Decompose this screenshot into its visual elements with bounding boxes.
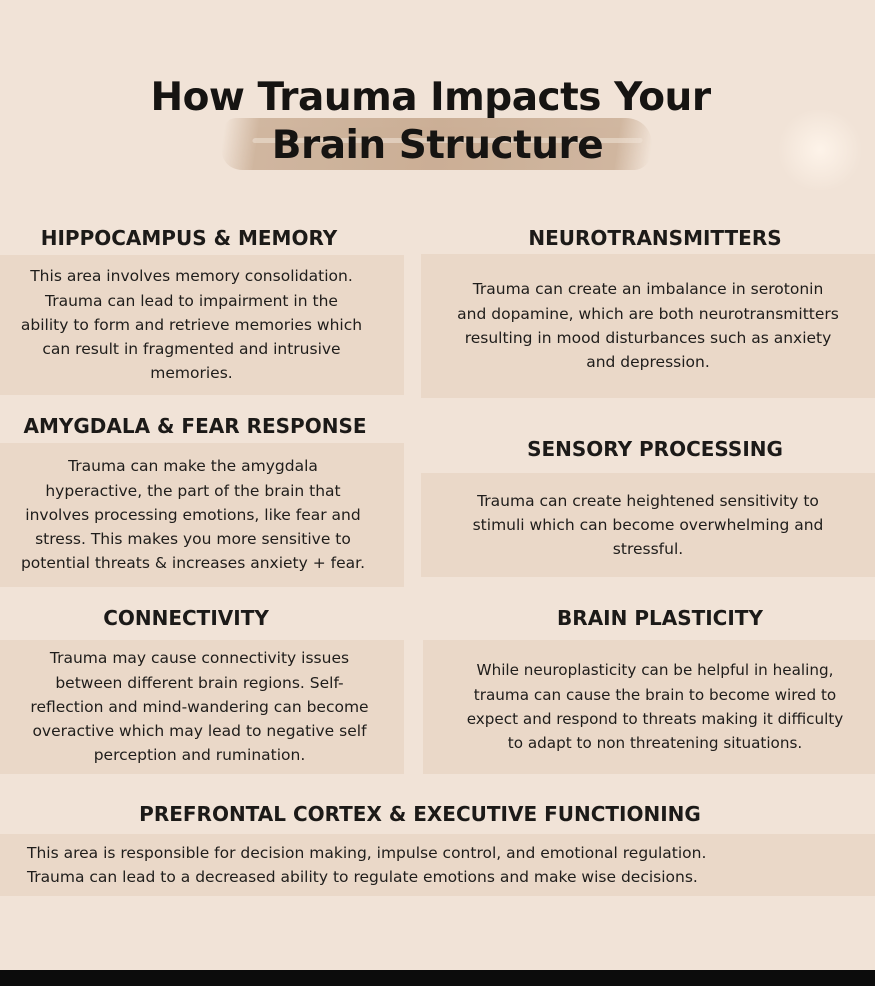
amygdala-heading: AMYGDALA & FEAR RESPONSE [23,414,367,438]
bottom-black-bar [0,970,875,986]
amygdala-card: Trauma can make the amygdala hyperactive… [0,443,404,587]
neurotransmitters-text: Trauma can create an imbalance in seroto… [457,280,839,372]
sensory-heading: SENSORY PROCESSING [527,437,783,461]
hippocampus-text: This area involves memory consolidation.… [20,267,363,383]
neurotransmitters-card: Trauma can create an imbalance in seroto… [421,254,875,398]
plasticity-text: While neuroplasticity can be helpful in … [466,661,844,753]
title-line-1: How Trauma Impacts Your [150,75,711,120]
hippocampus-heading: HIPPOCAMPUS & MEMORY [40,226,338,250]
sensory-card: Trauma can create heightened sensitivity… [421,473,875,577]
connectivity-heading: CONNECTIVITY [103,606,269,630]
connectivity-text: Trauma may cause connectivity issues bet… [30,649,369,765]
neurotransmitters-heading: NEUROTRANSMITTERS [528,226,782,250]
connectivity-card: Trauma may cause connectivity issues bet… [0,640,404,774]
hippocampus-card: This area involves memory consolidation.… [0,255,404,395]
sensory-text: Trauma can create heightened sensitivity… [472,491,824,559]
light-glow-decoration [775,110,865,190]
prefrontal-heading: PREFRONTAL CORTEX & EXECUTIVE FUNCTIONIN… [139,802,701,826]
prefrontal-text: This area is responsible for decision ma… [27,843,707,886]
plasticity-card: While neuroplasticity can be helpful in … [423,640,875,774]
amygdala-text: Trauma can make the amygdala hyperactive… [20,457,366,573]
title-line-2: Brain Structure [271,123,604,168]
plasticity-heading: BRAIN PLASTICITY [557,606,763,630]
prefrontal-card: This area is responsible for decision ma… [0,834,875,896]
